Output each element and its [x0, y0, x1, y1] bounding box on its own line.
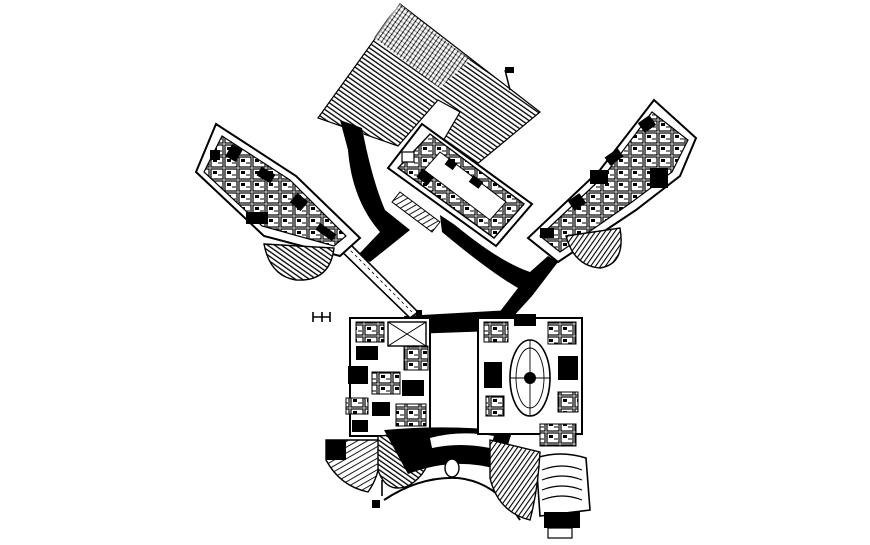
connecting-corridors	[312, 120, 558, 334]
center-courtyard-wing	[386, 122, 534, 248]
left-wing	[194, 122, 362, 281]
central-curved-plaza	[383, 427, 521, 521]
right-wing	[526, 98, 698, 269]
lower-right-block	[477, 314, 591, 539]
lower-left-block	[325, 310, 432, 508]
